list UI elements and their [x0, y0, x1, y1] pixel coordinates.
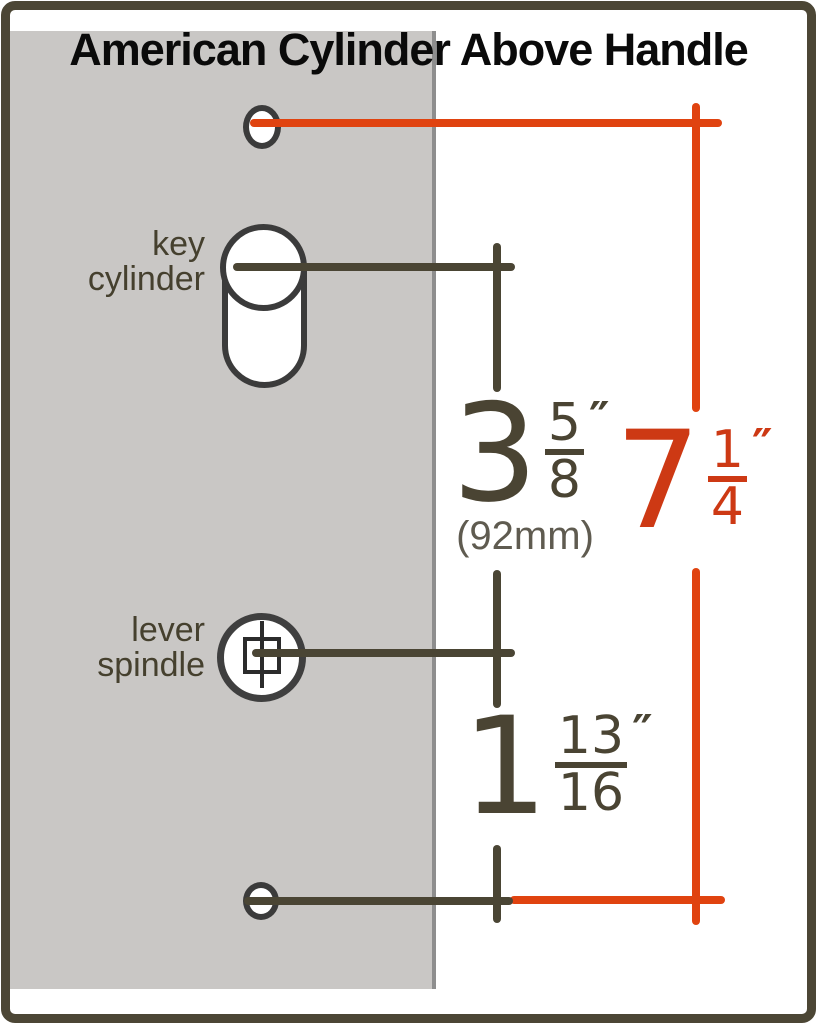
key-cylinder-label: key cylinder [40, 225, 205, 299]
inch-mark: ″ [632, 705, 653, 759]
key-cylinder-label-line2: cylinder [87, 260, 205, 299]
lever-spindle-label-line2: spindle [97, 646, 205, 685]
inch-mark: ″ [589, 392, 610, 446]
measurement-fraction: 13 16 [554, 710, 628, 823]
measurement-metric-equivalent: (92mm) [456, 514, 594, 558]
dim-line-vertical-middle-segment [493, 570, 501, 708]
mounting-hole-top-icon [243, 105, 281, 149]
measurement-fraction: 5 8 [544, 397, 584, 510]
fraction-numerator: 13 [554, 710, 628, 768]
overall-dim-line-bottom-horizontal [510, 896, 725, 904]
measurement-spindle-to-bottom: 1 13 16 ″ [462, 688, 653, 845]
door-panel [10, 31, 436, 989]
fraction-denominator: 4 [710, 476, 744, 537]
inch-mark: ″ [752, 419, 773, 473]
fraction-numerator: 1 [707, 424, 747, 482]
dim-line-vertical-lower-segment [493, 845, 501, 923]
dim-line-lever-spindle-horizontal [252, 649, 515, 657]
measurement-whole: 3 [452, 375, 538, 532]
page-title: American Cylinder Above Handle [69, 24, 749, 75]
lever-spindle-label: lever spindle [40, 611, 205, 685]
measurement-cylinder-to-spindle: 3 5 8 ″ [452, 375, 610, 532]
lever-spindle-label-line1: lever [131, 611, 205, 649]
fraction-denominator: 8 [547, 449, 581, 510]
measurement-fraction: 1 4 [707, 424, 747, 537]
fraction-denominator: 16 [557, 762, 625, 823]
measurement-whole: 7 [615, 402, 701, 559]
measurement-whole: 1 [462, 688, 548, 845]
overall-dim-line-top-horizontal [250, 119, 722, 127]
overall-dim-line-vertical-lower [692, 568, 700, 925]
fraction-numerator: 5 [544, 397, 584, 455]
dim-line-key-cylinder-horizontal [233, 263, 515, 271]
key-cylinder-label-line1: key [152, 225, 205, 263]
dim-line-bottom-horizontal [244, 897, 513, 905]
measurement-overall: 7 1 4 ″ [615, 402, 773, 559]
overall-dim-line-vertical-upper [692, 103, 700, 412]
dim-line-vertical-upper-segment [493, 243, 501, 392]
